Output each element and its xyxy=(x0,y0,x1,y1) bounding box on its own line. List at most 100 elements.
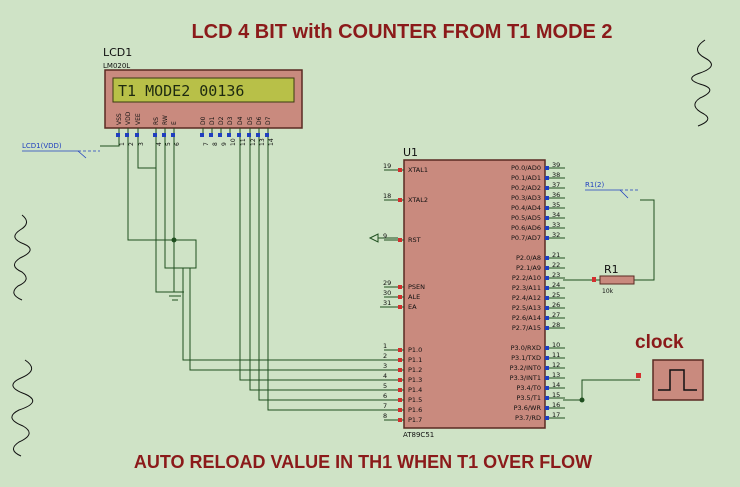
wires xyxy=(100,137,655,411)
mcu-pin-name: P1.0 xyxy=(408,346,422,354)
mcu-pin-name: RST xyxy=(408,236,421,244)
mcu-pin-number: 28 xyxy=(552,321,560,329)
mcu-pin-marker xyxy=(545,206,549,210)
lcd-pin-number: 6 xyxy=(174,142,181,146)
mcu-pin-marker xyxy=(398,358,402,362)
mcu-pin-marker xyxy=(545,236,549,240)
mcu-pin-marker xyxy=(545,376,549,380)
mcu-pin-name: P1.7 xyxy=(408,416,422,424)
mcu-pin-marker xyxy=(545,296,549,300)
mcu-pin-number: 26 xyxy=(552,301,560,309)
mcu-pin-number: 37 xyxy=(552,181,560,189)
mcu-pin-number: 18 xyxy=(383,192,391,200)
clock-source[interactable] xyxy=(652,359,704,401)
lcd-pin-name: D1 xyxy=(209,116,216,125)
mcu-pin-number: 11 xyxy=(552,351,560,359)
mcu-pin-name: P0.1/AD1 xyxy=(511,174,541,182)
mcu-pin-marker xyxy=(545,276,549,280)
lcd-pin-number: 3 xyxy=(138,142,145,146)
mcu-pin-name: XTAL2 xyxy=(408,196,428,204)
mcu-pin-name: EA xyxy=(408,303,417,311)
mcu-pin-marker xyxy=(545,196,549,200)
lcd-pin-number: 12 xyxy=(250,138,257,146)
mcu-pin-marker xyxy=(545,386,549,390)
lcd-pin-number: 5 xyxy=(165,142,172,146)
mcu-pin-number: 30 xyxy=(383,289,391,297)
lcd-pin-marker xyxy=(247,133,251,137)
mcu-pin-number: 15 xyxy=(552,391,560,399)
lcd-pin-number: 13 xyxy=(259,138,266,146)
lcd-screen xyxy=(112,77,295,103)
mcu-pin-number: 13 xyxy=(552,371,560,379)
mcu-pin-number: 6 xyxy=(383,392,387,400)
lcd-pin-name: D4 xyxy=(237,116,244,125)
mcu-pin-marker xyxy=(545,226,549,230)
mcu-pin-number: 10 xyxy=(552,341,560,349)
mcu-pin-name: P2.5/A13 xyxy=(512,304,541,312)
mcu-pin-marker xyxy=(545,186,549,190)
mcu-pin-name: P3.6/WR xyxy=(514,404,542,412)
mcu-pin-name: P3.3/INT1 xyxy=(510,374,541,382)
mcu-pin-marker xyxy=(398,418,402,422)
lcd-pin-name: VEE xyxy=(135,113,142,125)
mcu-pin-name: P1.4 xyxy=(408,386,422,394)
lcd-pin-number: 14 xyxy=(268,138,275,146)
mcu-pin-marker xyxy=(398,348,402,352)
mcu-pin-number: 3 xyxy=(383,362,387,370)
mcu-pin-name: P0.0/AD0 xyxy=(511,164,541,172)
mcu-pin-name: P0.3/AD3 xyxy=(511,194,541,202)
mcu-pin-marker xyxy=(398,305,402,309)
mcu-pin-number: 35 xyxy=(552,201,560,209)
r1-terminal-label: R1(2) xyxy=(585,181,605,189)
mcu-pin-name: P2.0/A8 xyxy=(516,254,541,262)
lcd-pin-marker xyxy=(265,133,269,137)
mcu-right-pins: 39P0.0/AD038P0.1/AD137P0.2/AD236P0.3/AD3… xyxy=(510,161,565,422)
mcu-body[interactable] xyxy=(403,159,546,429)
mcu-pin-name: P2.6/A14 xyxy=(512,314,541,322)
lcd-pin-marker xyxy=(162,133,166,137)
mcu-pin-number: 9 xyxy=(383,232,387,240)
mcu-pin-number: 23 xyxy=(552,271,560,279)
mcu-pin-number: 39 xyxy=(552,161,560,169)
mcu-pin-marker xyxy=(545,216,549,220)
lcd-pin-marker xyxy=(256,133,260,137)
mcu-part-label: AT89C51 xyxy=(403,431,434,439)
lcd-pin-number: 9 xyxy=(221,142,228,146)
lcd-pin-name: D5 xyxy=(247,116,254,125)
mcu-pin-number: 38 xyxy=(552,171,560,179)
mcu-pin-number: 16 xyxy=(552,401,560,409)
mcu-pin-name: P0.4/AD4 xyxy=(511,204,541,212)
mcu-pin-name: P0.6/AD6 xyxy=(511,224,541,232)
lcd-pin-number: 7 xyxy=(203,142,210,146)
mcu-pin-number: 21 xyxy=(552,251,560,259)
lcd-pin-name: E xyxy=(171,121,178,125)
lcd-pin-marker xyxy=(125,133,129,137)
mcu-pin-marker xyxy=(545,176,549,180)
lcd-pin-name: RS xyxy=(153,117,160,125)
lcd-pin-number: 11 xyxy=(240,138,247,146)
clock-label: clock xyxy=(635,332,684,353)
mcu-pin-name: P1.6 xyxy=(408,406,422,414)
mcu-pin-name: P3.2/INT0 xyxy=(510,364,541,372)
mcu-pin-number: 5 xyxy=(383,382,387,390)
mcu-pin-name: PSEN xyxy=(408,283,425,291)
mcu-pin-marker xyxy=(398,368,402,372)
lcd-pin-number: 8 xyxy=(212,142,219,146)
mcu-pin-number: 33 xyxy=(552,221,560,229)
lcd-pin-marker xyxy=(171,133,175,137)
mcu-pin-name: P2.7/A15 xyxy=(512,324,541,332)
mcu-pin-marker xyxy=(398,285,402,289)
scribble-mark xyxy=(11,359,34,457)
mcu-pin-name: P2.1/A9 xyxy=(516,264,541,272)
mcu-pin-marker xyxy=(398,398,402,402)
mcu-pin-name: P0.5/AD5 xyxy=(511,214,541,222)
mcu-pin-number: 22 xyxy=(552,261,560,269)
r1-body[interactable] xyxy=(599,275,635,285)
mcu-pin-marker xyxy=(545,356,549,360)
mcu-pin-marker xyxy=(545,396,549,400)
mcu-pin-name: ALE xyxy=(408,293,420,301)
lcd-pin-marker xyxy=(218,133,222,137)
